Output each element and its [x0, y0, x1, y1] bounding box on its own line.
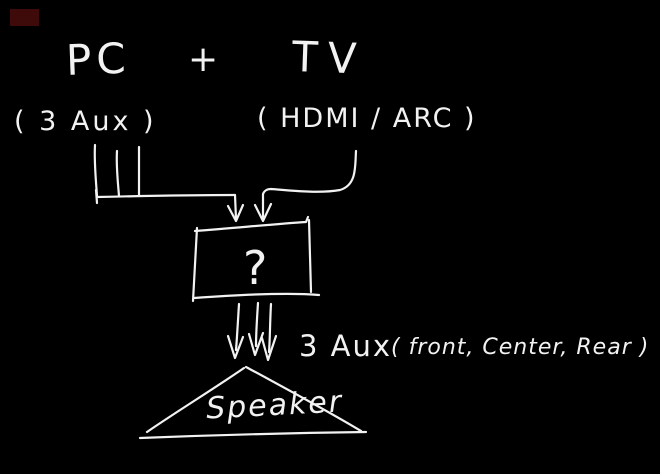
- receiver-question-mark: ?: [243, 241, 267, 295]
- speaker-arrow-3-shaft: [267, 302, 273, 354]
- corner-red-mark: [10, 9, 39, 26]
- receiver-box-left: [191, 226, 199, 303]
- receiver-box-bottom: [192, 292, 321, 300]
- speaker-arrow-3-head: [260, 334, 278, 362]
- labels-group: PC + TV ( 3 Aux ) ( HDMI / ARC ) ? 3 Aux…: [14, 32, 649, 427]
- left-arrow-head: [226, 203, 245, 223]
- speaker-arrow-2-head: [247, 331, 265, 357]
- plus-sign: +: [188, 39, 218, 80]
- tv-connection-label: ( HDMI / ARC ): [257, 103, 477, 134]
- speaker-triangle-base: [138, 430, 368, 440]
- speaker-triangle-right-side: [244, 365, 363, 433]
- pc-connection-label: ( 3 Aux ): [14, 106, 157, 137]
- wiring-strokes: [93, 143, 368, 440]
- speaker-arrow-1-head: [226, 334, 245, 360]
- aux-bus-line: [95, 193, 237, 199]
- pc-label: PC: [65, 34, 131, 85]
- speaker-arrow-1-shaft: [234, 302, 241, 352]
- cable-channels-label: ( front, Center, Rear ): [391, 335, 649, 360]
- receiver-box-top: [193, 215, 310, 233]
- right-arrow-head: [253, 202, 273, 223]
- aux-bus-left-tick: [94, 188, 99, 205]
- speaker-triangle-left-side: [145, 366, 246, 434]
- left-arrow-shaft: [233, 193, 238, 221]
- hdmi-wire: [261, 149, 358, 221]
- tv-label: TV: [290, 32, 367, 84]
- speaker-arrow-2-shaft: [254, 301, 260, 348]
- speaker-label: Speaker: [205, 384, 344, 426]
- cable-count-label: 3 Aux: [299, 329, 392, 363]
- aux-wire-2: [115, 149, 121, 198]
- receiver-box-right: [307, 218, 313, 294]
